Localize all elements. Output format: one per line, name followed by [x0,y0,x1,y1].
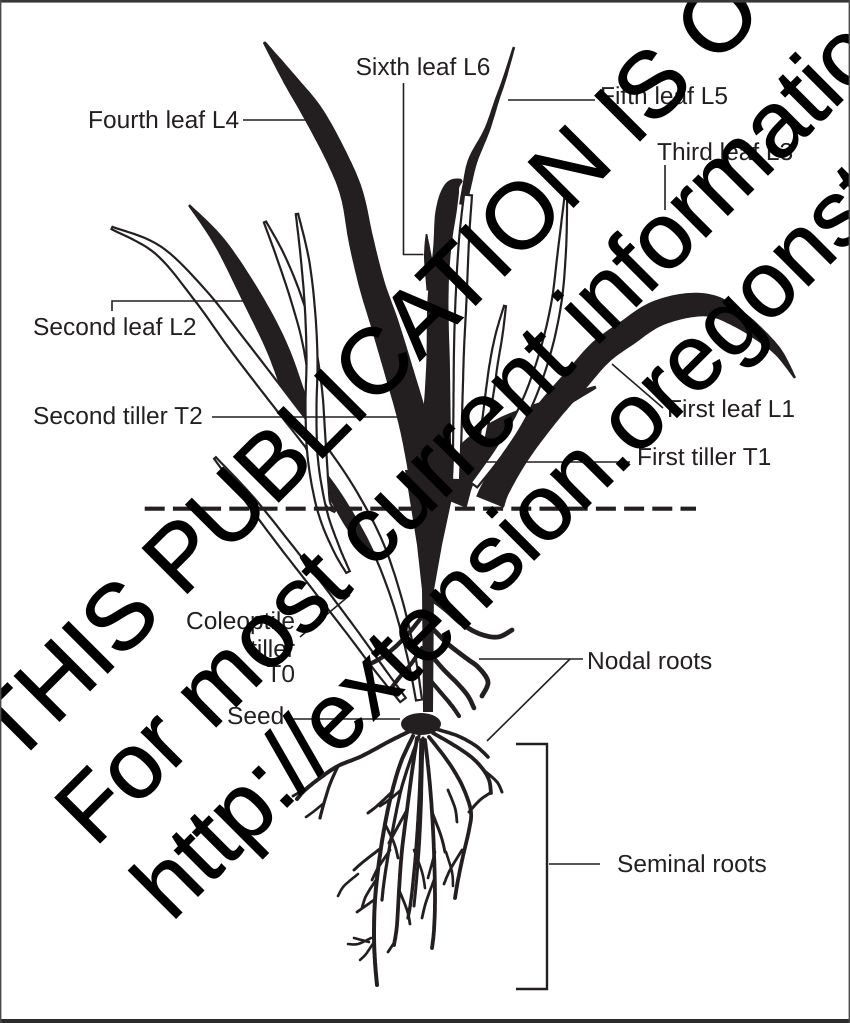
svg-text:First tiller T1: First tiller T1 [637,444,771,471]
svg-text:Fourth leaf L4: Fourth leaf L4 [88,107,239,134]
svg-text:Seminal roots: Seminal roots [617,851,767,878]
svg-text:Sixth leaf L6: Sixth leaf L6 [356,54,491,81]
svg-text:Second leaf L2: Second leaf L2 [33,314,196,341]
svg-text:T0: T0 [266,661,295,688]
svg-text:First leaf L1: First leaf L1 [667,396,795,423]
svg-text:Coleoptile: Coleoptile [186,608,295,635]
svg-text:tiller: tiller [250,636,295,663]
svg-text:Seed: Seed [227,703,284,730]
svg-text:Nodal roots: Nodal roots [587,648,712,675]
svg-text:Second tiller T2: Second tiller T2 [33,403,203,430]
svg-text:Fifth leaf L5: Fifth leaf L5 [600,83,728,110]
svg-text:Third leaf L3: Third leaf L3 [657,139,793,166]
